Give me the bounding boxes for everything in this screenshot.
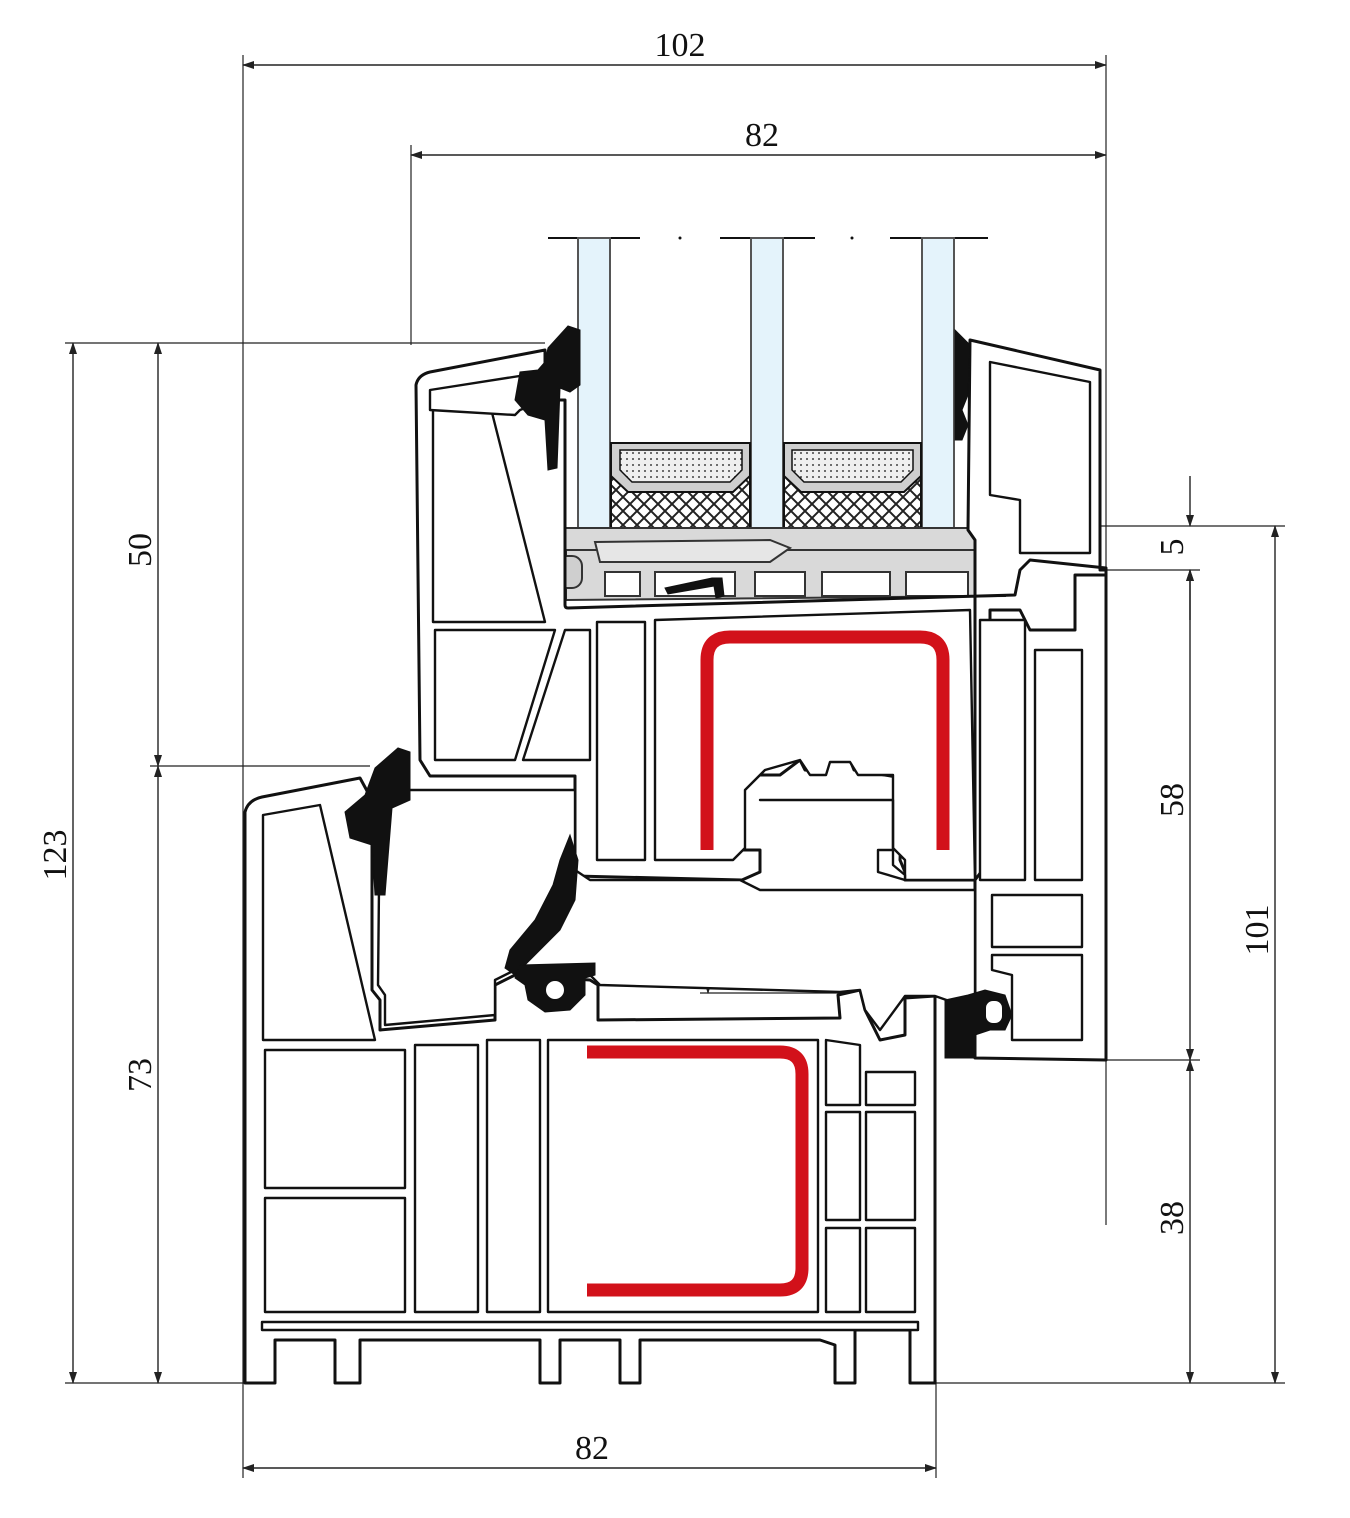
glass-pane-outer <box>577 237 611 529</box>
glass-pane-inner <box>921 237 955 529</box>
sash-outer-gasket <box>344 747 411 896</box>
steel-reinforcement <box>587 630 950 1297</box>
glass-pane-middle <box>750 237 784 529</box>
spacer-left <box>610 442 751 529</box>
frame-profile <box>243 776 977 1385</box>
sash-reinforcement <box>700 630 950 850</box>
dim-right-lower: 38 <box>1154 1201 1191 1235</box>
dim-top-sash: 82 <box>745 117 779 154</box>
dim-right-rebate: 5 <box>1154 539 1191 556</box>
gaskets <box>344 325 1013 1059</box>
dimension-lines <box>65 55 1285 1478</box>
dim-top-overall: 102 <box>655 27 706 64</box>
dim-left-total: 123 <box>37 830 74 881</box>
sash-profile <box>414 338 1108 1062</box>
dim-right-total: 101 <box>1239 905 1276 956</box>
dim-bottom-frame: 82 <box>575 1430 609 1467</box>
dimension-labels: 102 82 82 123 50 73 5 58 38 101 12 <box>37 27 1276 1467</box>
spacer-right <box>783 442 922 529</box>
dim-right-middle: 58 <box>1154 783 1191 817</box>
frame-reinforcement <box>587 1045 809 1297</box>
center-gasket <box>504 833 579 976</box>
dim-left-lower: 73 <box>122 1058 159 1092</box>
triple-glazing <box>548 236 1006 602</box>
outer-glass-gasket <box>514 325 581 471</box>
dim-left-upper: 50 <box>122 533 159 567</box>
inner-glass-gasket <box>954 328 971 441</box>
